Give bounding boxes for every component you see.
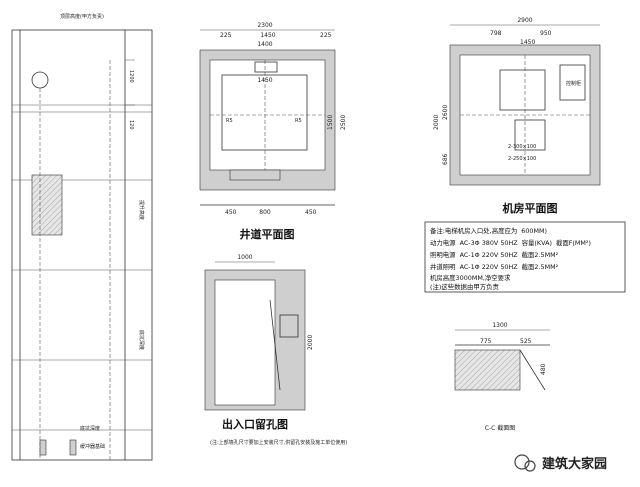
opening-drawing-title: 出入口留孔图 (222, 417, 288, 431)
elevation-label-a: 底坑深度 (138, 330, 145, 350)
opening-height: 2000 (307, 335, 314, 350)
hoistway-side-b: 1500 (327, 115, 334, 130)
opening-drawing: 1000 2000 出入口留孔图 (注:上部墙孔尺寸要加上安装尺寸,供留孔安装及… (204, 254, 347, 446)
spec-line4-label: 井道照明 (430, 262, 456, 271)
spec-line1: 备注:电梯机房入口处,高度应为 (430, 226, 517, 235)
hoistway-plan: 2300 225 1450 225 1400 1450 R5 R5 2500 1… (199, 22, 347, 241)
machine-room-plan: 控制柜 2900 798 950 1450 2000 2600 686 2-30… (433, 17, 601, 215)
section-cc: 1300 775 525 480 C-C 截面图 (454, 322, 550, 432)
machine-seg1: 798 (490, 30, 502, 37)
spec-line1-value: 600MM) (521, 227, 547, 235)
elevation-top-note: 顶层高度(甲方负责) (60, 13, 104, 20)
hoistway-plan-title: 井道平面图 (240, 227, 295, 241)
machine-height3: 686 (442, 153, 449, 165)
hoistway-car-width: 1450 (260, 32, 275, 39)
spec-line4-value: 截面2.5MM² (522, 262, 559, 271)
hoistway-left-side: 225 (220, 32, 232, 39)
control-cabinet-label: 控制柜 (566, 80, 581, 87)
hoistway-elevation: 顶层高度(甲方负责) 1200 120 提升高度 底坑深度 底坑深度 缓冲器基础 (11, 13, 153, 461)
spec-line3-value: 截面2.5MM² (522, 250, 559, 259)
hoistway-right-side: 225 (320, 32, 332, 39)
publisher-logo: 建筑大家园 (514, 454, 607, 472)
section-left: 775 (480, 338, 492, 345)
hoistway-inner-width: 1400 (257, 41, 272, 48)
opening-width: 1000 (237, 254, 252, 261)
hoistway-total-width: 2300 (257, 22, 272, 29)
hoistway-radius-right: R5 (295, 118, 302, 124)
elevation-bottom-note2: 缓冲器基础 (80, 443, 105, 450)
machine-seg2: 950 (540, 30, 552, 37)
elevation-bottom-note1: 底坑深度 (80, 425, 100, 432)
power-spec-note: 备注:电梯机房入口处,高度应为 600MM) 动力电源 AC-3Φ 380V 50H… (424, 221, 626, 293)
section-right: 525 (520, 338, 532, 345)
spec-line2: AC-3Φ 380V 50HZ (460, 239, 519, 247)
spec-line2-label: 动力电源 (430, 238, 456, 247)
spec-line3: AC-1Φ 220V 50HZ (460, 251, 519, 259)
spec-line2-value: 容量(KVA) (522, 238, 552, 247)
opening-note: (注:上部墙孔尺寸要加上安装尺寸,供留孔安装及施工单位使用) (210, 439, 347, 446)
spec-line5: 机房高度3000MM,净空要求 (430, 273, 511, 282)
elevation-dim-mid: 120 (128, 120, 134, 130)
section-total: 1300 (492, 322, 507, 329)
hoistway-side-a: 2500 (340, 115, 347, 130)
machine-room-plan-title: 机房平面图 (503, 201, 558, 215)
machine-height2: 2600 (442, 105, 449, 120)
machine-total-width: 2900 (517, 17, 532, 24)
section-height: 480 (540, 363, 547, 375)
section-cc-title: C-C 截面图 (485, 424, 515, 432)
spec-line6: (注)这些数据由甲方负责 (430, 282, 500, 291)
spec-line4: AC-1Φ 220V 50HZ (460, 263, 519, 271)
hoistway-bottom-left: 450 (225, 209, 237, 216)
elevation-dim-top: 1200 (128, 70, 134, 83)
spec-line3-label: 照明电源 (430, 250, 456, 259)
hoistway-radius-left: R5 (226, 118, 233, 124)
machine-seg3: 1450 (520, 39, 535, 46)
hoistway-door: 800 (259, 209, 271, 216)
logo-text: 建筑大家园 (542, 456, 607, 472)
machine-hole-b: 2-250×100 (508, 156, 536, 162)
hoistway-inner-width2: 1450 (257, 77, 272, 84)
machine-height1: 2000 (433, 115, 440, 130)
spec-line2-unit: 截面F(MM²) (556, 238, 591, 247)
hoistway-bottom-right: 450 (305, 209, 317, 216)
elevation-label-b: 提升高度 (138, 200, 145, 220)
machine-hole-a: 2-300×100 (508, 144, 536, 150)
chat-bubble-icon (514, 454, 530, 470)
